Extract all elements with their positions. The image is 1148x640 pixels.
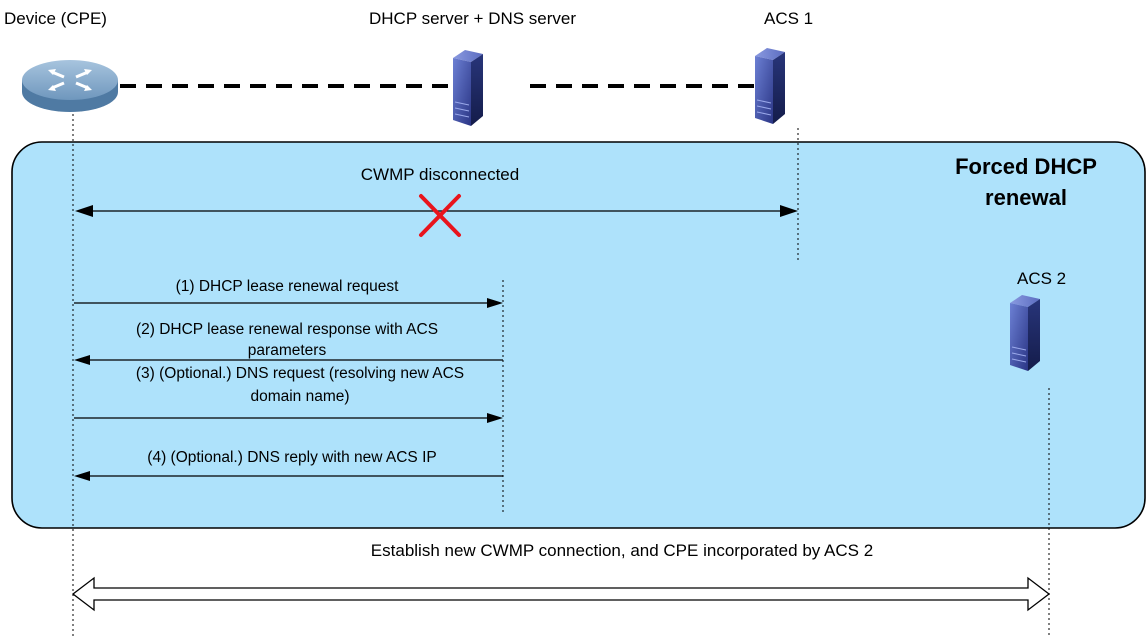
message-2-label-line1: (2) DHCP lease renewal response with ACS (136, 321, 438, 338)
phase-title-line1: Forced DHCP (955, 154, 1097, 179)
label-acs2: ACS 2 (1017, 269, 1066, 288)
message-1-arrow (74, 298, 503, 308)
message-1-label: (1) DHCP lease renewal request (176, 278, 400, 295)
router-icon (22, 60, 118, 112)
message-2-label-line2: parameters (248, 342, 327, 359)
message-2-arrow (74, 355, 503, 365)
label-cpe: Device (CPE) (4, 9, 107, 28)
dhcp-dns-server-icon (452, 49, 484, 127)
message-4-label: (4) (Optional.) DNS reply with new ACS I… (147, 449, 436, 466)
disconnected-cross-icon (419, 194, 461, 237)
message-3-arrow (74, 413, 503, 423)
message-3-label-line1: (3) (Optional.) DNS request (resolving n… (136, 365, 464, 382)
acs2-server-icon (1009, 294, 1041, 372)
final-connection-label: Establish new CWMP connection, and CPE i… (371, 541, 873, 560)
label-acs1: ACS 1 (764, 9, 813, 28)
cwmp-status-label: CWMP disconnected (361, 165, 519, 184)
message-4-arrow (74, 471, 503, 481)
phase-title-line2: renewal (985, 185, 1067, 210)
label-dhcp-dns: DHCP server + DNS server (369, 9, 576, 28)
message-3-label-line2: domain name) (250, 388, 349, 405)
new-cwmp-connection-arrow (71, 576, 1051, 612)
acs1-server-icon (754, 47, 786, 125)
forced-dhcp-renewal-box (11, 141, 1146, 529)
